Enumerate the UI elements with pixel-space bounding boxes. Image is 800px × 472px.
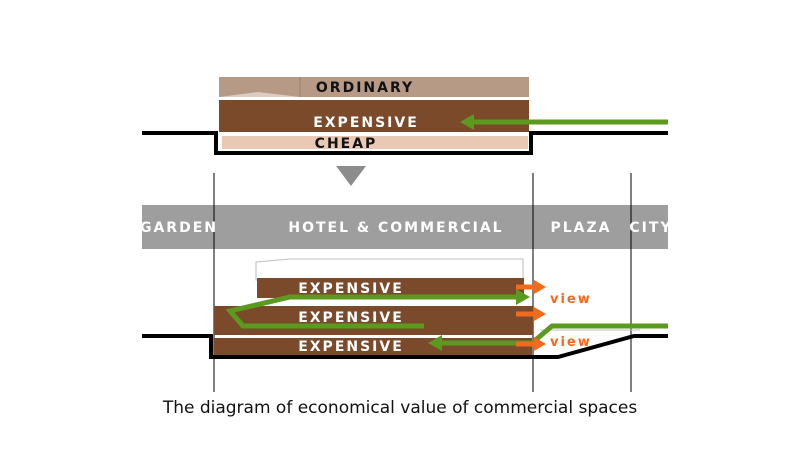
zone-hotel: HOTEL & COMMERCIAL	[288, 220, 503, 236]
expensive-label-lower: EXPENSIVE	[298, 339, 404, 355]
expensive-level-middle	[214, 306, 533, 335]
view-label-upper: view	[550, 292, 592, 307]
green-circulation-path	[225, 289, 668, 351]
view-arrow-upper-icon	[516, 280, 546, 294]
ordinary-label: ORDINARY	[316, 80, 414, 96]
roof-outline	[255, 258, 524, 281]
expensive-label-middle: EXPENSIVE	[298, 310, 404, 326]
view-label-lower: view	[550, 335, 592, 350]
expensive-level-upper	[257, 278, 524, 298]
cheap-layer	[222, 136, 528, 149]
cheap-label: CHEAP	[315, 136, 378, 152]
caption: The diagram of economical value of comme…	[162, 398, 638, 418]
top-section: ORDINARY EXPENSIVE CHEAP	[142, 77, 668, 155]
view-arrow-lower-icon	[516, 337, 546, 351]
expensive-layer-top	[219, 100, 529, 132]
down-triangle-icon	[336, 166, 366, 186]
expensive-label-top: EXPENSIVE	[313, 115, 419, 131]
zone-plaza: PLAZA	[550, 220, 611, 236]
expensive-label-upper: EXPENSIVE	[298, 281, 404, 297]
zone-city: CITY	[629, 220, 672, 236]
zone-garden: GARDEN	[140, 220, 218, 236]
zone-band	[142, 205, 668, 249]
ground-line-bottom	[142, 334, 668, 359]
ground-line-top	[142, 131, 668, 155]
view-arrow-middle-icon	[516, 307, 546, 321]
green-arrow-top	[460, 114, 668, 130]
ordinary-layer	[219, 77, 529, 97]
